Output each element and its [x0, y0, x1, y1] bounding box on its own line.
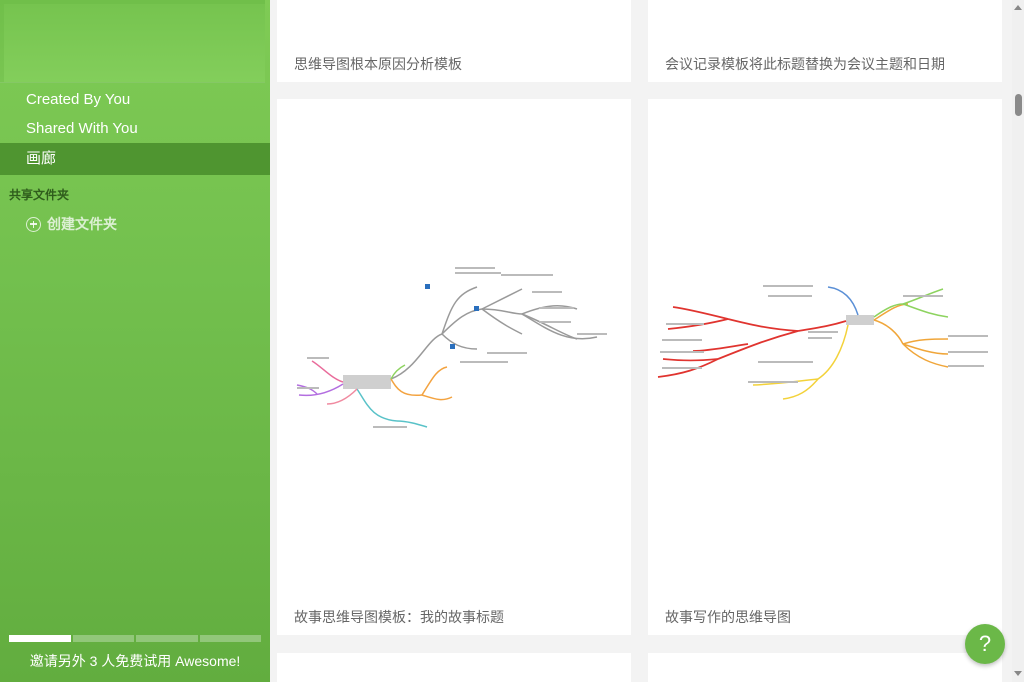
template-caption: 会议记录模板将此标题替换为会议主题和日期: [665, 56, 945, 72]
template-caption: 故事写作的思维导图: [665, 609, 791, 625]
nav-shared-with-you[interactable]: Shared With You: [26, 120, 138, 137]
template-caption: 思维导图根本原因分析模板: [294, 56, 462, 72]
help-button[interactable]: ?: [965, 624, 1005, 664]
nav-created-by-you[interactable]: Created By You: [26, 91, 131, 108]
logo-area: [0, 0, 265, 83]
sidebar: Created By You Shared With You 画廊 共享文件夹 …: [0, 0, 283, 682]
template-card[interactable]: [277, 653, 631, 682]
template-caption: 故事思维导图模板：我的故事标题: [294, 609, 504, 625]
scroll-down-arrow-icon[interactable]: [1014, 671, 1022, 676]
template-card[interactable]: 思维导图根本原因分析模板: [277, 0, 631, 82]
scrollbar[interactable]: [1012, 0, 1024, 682]
create-folder-button[interactable]: 创建文件夹: [26, 213, 117, 235]
create-folder-label: 创建文件夹: [47, 216, 117, 232]
scroll-up-arrow-icon[interactable]: [1014, 5, 1022, 10]
template-card[interactable]: 故事写作的思维导图: [648, 99, 1002, 635]
scroll-thumb[interactable]: [1015, 94, 1022, 116]
mindmap-thumbnail: [657, 285, 988, 400]
nav-gallery[interactable]: 画廊: [0, 141, 283, 175]
template-card[interactable]: [648, 653, 1002, 682]
plus-circle-icon: [26, 216, 41, 232]
template-card[interactable]: 故事思维导图模板：我的故事标题: [277, 99, 631, 635]
template-card[interactable]: 会议记录模板将此标题替换为会议主题和日期: [648, 0, 1002, 82]
invite-progress-bar: [9, 635, 261, 642]
invite-link[interactable]: 邀请另外 3 人免费试用 Awesome!: [29, 653, 241, 669]
shared-folders-title: 共享文件夹: [9, 188, 70, 202]
gallery: 思维导图根本原因分析模板 会议记录模板将此标题替换为会议主题和日期: [270, 0, 1012, 682]
mindmap-thumbnail: [296, 267, 607, 428]
